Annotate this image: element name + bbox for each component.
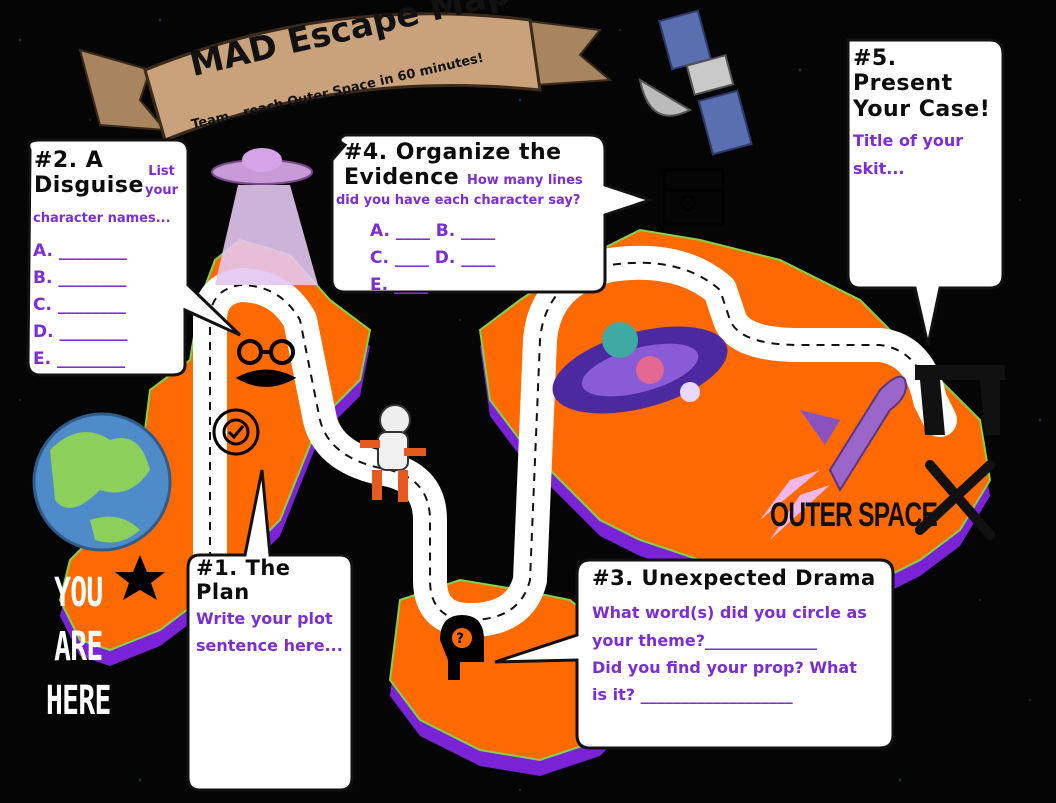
step4-answer-lines: A. ____ B. ____ C. ____ D. ____ E. ____ bbox=[370, 218, 495, 299]
step5-heading-line1: #5. Present bbox=[853, 46, 953, 97]
step2-line-a[interactable]: A. ________ bbox=[33, 241, 127, 261]
star-icon bbox=[115, 555, 165, 600]
step3-line4[interactable]: is it? ___________________ bbox=[592, 685, 793, 705]
courtroom-icon bbox=[663, 168, 725, 227]
step2-line-b[interactable]: B. ________ bbox=[33, 268, 127, 288]
step4-row-e[interactable]: E. ____ bbox=[370, 275, 428, 295]
step2-side-line1: List bbox=[148, 164, 175, 179]
step5-card: #5. Present Your Case! Title of your ski… bbox=[853, 46, 998, 269]
bubble-step3 bbox=[494, 558, 895, 750]
step3-line3: Did you find your prop? What bbox=[592, 657, 857, 677]
step1-heading: #1. The Plan bbox=[196, 556, 291, 605]
step2-side-line2: your bbox=[145, 182, 179, 198]
step1-card: #1. The Plan Write your plot sentence he… bbox=[196, 556, 346, 795]
x-mark-icon bbox=[915, 460, 995, 540]
you-word: YOU bbox=[54, 570, 103, 616]
step2-card: #2. A Disguise bbox=[34, 148, 184, 199]
rocket-icon bbox=[760, 375, 907, 540]
step5-heading-line2: Your Case! bbox=[853, 96, 991, 122]
disguise-glasses-icon bbox=[235, 339, 297, 387]
bubble-step4 bbox=[330, 133, 655, 294]
bubble-step2 bbox=[26, 138, 242, 377]
are-word: ARE bbox=[54, 624, 103, 670]
step4-prompt-line1: How many lines bbox=[467, 173, 583, 188]
head-question-icon: ? bbox=[440, 615, 484, 680]
ufo-icon bbox=[211, 148, 318, 285]
step5-prompt-line2: skit... bbox=[853, 159, 905, 179]
step2-line-e[interactable]: E. ________ bbox=[33, 349, 125, 369]
step3-heading: #3. Unexpected Drama bbox=[592, 566, 876, 590]
astronaut-icon bbox=[360, 404, 426, 502]
planet-earth-icon bbox=[32, 412, 172, 552]
satellite-icon bbox=[638, 9, 753, 156]
step4-heading-line1: #4. Organize the bbox=[344, 140, 562, 165]
you-are-here-label: YOU ARE HERE bbox=[46, 566, 111, 728]
step2-line-c[interactable]: C. ________ bbox=[33, 295, 126, 315]
bubble-step1 bbox=[186, 469, 354, 792]
step3-line1: What word(s) did you circle as bbox=[592, 603, 867, 623]
outer-space-label: OUTER SPACE bbox=[770, 496, 938, 534]
step4-row-cd[interactable]: C. ____ D. ____ bbox=[370, 248, 496, 268]
title-banner bbox=[78, 12, 613, 143]
winding-road bbox=[193, 245, 957, 637]
gear-check-icon bbox=[212, 408, 260, 456]
step1-prompt-line1: Write your plot bbox=[196, 609, 333, 629]
step4-heading-line2: Evidence bbox=[344, 165, 460, 191]
step4-row-ab[interactable]: A. ____ B. ____ bbox=[370, 221, 496, 241]
galaxy-icon bbox=[552, 322, 728, 414]
step2-heading-line2: Disguise bbox=[34, 173, 144, 199]
step4-card: #4. Organize the Evidence bbox=[344, 140, 604, 191]
step2-prompt: character names... bbox=[33, 211, 171, 226]
here-word: HERE bbox=[46, 678, 111, 724]
step3-card: #3. Unexpected Drama What word(s) did yo… bbox=[592, 566, 887, 705]
bubble-step5 bbox=[846, 38, 1005, 346]
step4-prompt-line2: did you have each character say? bbox=[336, 193, 581, 208]
step5-prompt-line1: Title of your bbox=[853, 130, 964, 150]
step2-side-note: List your bbox=[145, 164, 179, 199]
step2-lines: A. ________ B. ________ C. ________ D. _… bbox=[33, 238, 128, 373]
svg-text:?: ? bbox=[456, 631, 464, 647]
step1-answer-area[interactable] bbox=[196, 655, 346, 795]
speech-bubbles bbox=[26, 38, 1005, 792]
stage-curtain-icon bbox=[915, 365, 1005, 435]
step5-answer-area[interactable] bbox=[853, 179, 998, 269]
step1-prompt-line2: sentence here... bbox=[196, 635, 343, 655]
step2-heading-line1: #2. A bbox=[34, 148, 104, 173]
step2-line-d[interactable]: D. ________ bbox=[33, 322, 128, 342]
step3-line2[interactable]: your theme?______________ bbox=[592, 630, 817, 650]
